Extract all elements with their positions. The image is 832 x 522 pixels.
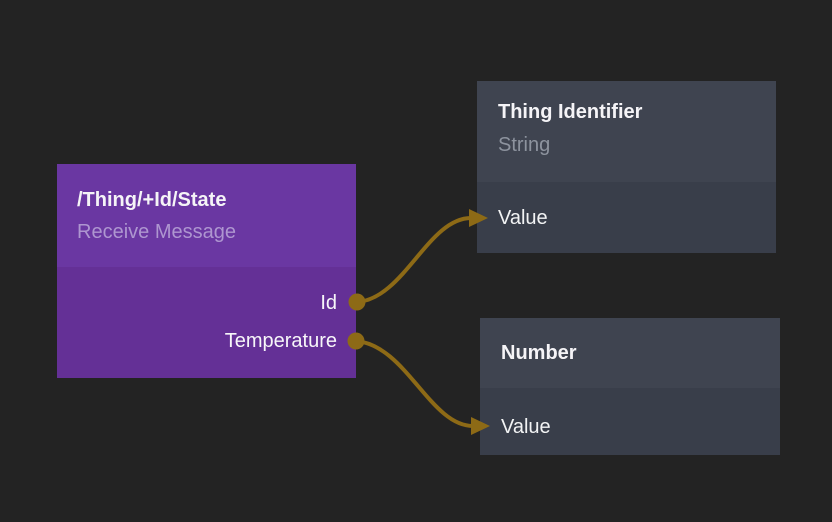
output-port-id[interactable] (348, 293, 366, 311)
node-title: /Thing/+Id/State (77, 189, 227, 211)
wire-temperature-to-number[interactable] (354, 339, 475, 428)
node-thing-identifier[interactable]: Thing Identifier String Value (477, 81, 776, 253)
node-thing-identifier-inputs: Value (477, 182, 776, 253)
node-title: Thing Identifier (498, 101, 643, 123)
input-port-label-value: Value (501, 416, 551, 438)
node-number-inputs: Value (480, 388, 780, 455)
node-number[interactable]: Number Value (480, 318, 780, 455)
output-port-temperature[interactable] (347, 332, 365, 350)
node-receive-message[interactable]: /Thing/+Id/State Receive Message Id Temp… (57, 164, 356, 378)
node-receive-message-header: /Thing/+Id/State Receive Message (57, 164, 356, 267)
node-thing-identifier-header: Thing Identifier String (477, 81, 776, 182)
node-receive-message-outputs: Id Temperature (57, 267, 356, 378)
node-subtitle: Receive Message (77, 221, 236, 243)
node-subtitle: String (498, 134, 551, 156)
output-port-label-temperature: Temperature (224, 330, 337, 352)
input-port-label-value: Value (498, 207, 548, 229)
wire-arrow-icon (469, 209, 488, 227)
wire-id-to-thing-identifier[interactable] (355, 216, 473, 304)
output-port-label-id: Id (320, 292, 337, 314)
node-title: Number (501, 342, 577, 364)
wire-arrow-icon (471, 417, 490, 435)
node-number-header: Number (480, 318, 780, 388)
